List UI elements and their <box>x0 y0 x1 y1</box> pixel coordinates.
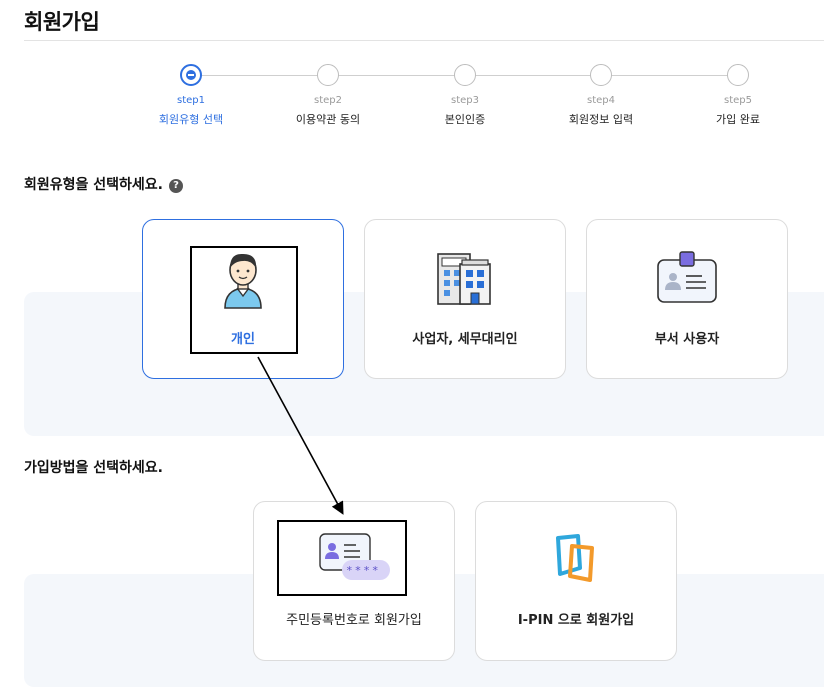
join-method-ipin-card[interactable]: I-PIN 으로 회원가입 <box>475 501 677 661</box>
join-method-ipin-label: I-PIN 으로 회원가입 <box>517 613 635 628</box>
step-2-number: step2 <box>314 95 342 106</box>
step-5-number: step5 <box>724 95 752 106</box>
annotation-highlight-box-individual <box>190 246 298 354</box>
step-2-dot <box>317 64 339 86</box>
member-type-department-card[interactable]: 부서 사용자 <box>586 219 788 379</box>
title-divider <box>24 40 824 41</box>
step-4: step4 회원정보 입력 <box>541 64 661 127</box>
step-1-dot <box>180 64 202 86</box>
join-method-resident-number-label: 주민등록번호로 회원가입 <box>286 613 422 628</box>
step-5: step5 가입 완료 <box>678 64 798 127</box>
step-5-name: 가입 완료 <box>716 113 760 126</box>
annotation-highlight-box-resident <box>277 520 407 596</box>
mask-text: **** <box>346 564 381 577</box>
building-icon <box>437 253 491 305</box>
id-badge-icon <box>657 251 717 303</box>
step-4-dot <box>590 64 612 86</box>
step-2: step2 이용약관 동의 <box>268 64 388 127</box>
member-type-business-card[interactable]: 사업자, 세무대리인 <box>364 219 566 379</box>
join-method-heading: 가입방법을 선택하세요. <box>24 460 163 476</box>
step-2-name: 이용약관 동의 <box>295 113 361 126</box>
step-1-number: step1 <box>177 95 205 106</box>
stepper: step1 회원유형 선택 step2 이용약관 동의 step3 본인인증 s… <box>0 64 824 134</box>
step-3-dot <box>454 64 476 86</box>
help-icon[interactable]: ? <box>169 179 183 193</box>
step-3-name: 본인인증 <box>444 113 486 126</box>
step-3: step3 본인인증 <box>405 64 525 127</box>
join-method-resident-number-card[interactable]: **** 주민등록번호로 회원가입 <box>253 501 455 661</box>
step-4-name: 회원정보 입력 <box>568 113 634 126</box>
step-5-dot <box>727 64 749 86</box>
ipin-icon <box>556 534 594 582</box>
step-3-number: step3 <box>451 95 479 106</box>
page-title: 회원가입 <box>24 10 100 34</box>
member-type-heading: 회원유형을 선택하세요.? <box>24 174 183 194</box>
member-type-individual-label: 개인 <box>231 332 255 347</box>
id-card-icon <box>319 533 390 580</box>
member-type-department-label: 부서 사용자 <box>654 332 720 347</box>
step-1-name: 회원유형 선택 <box>158 113 224 126</box>
person-icon <box>224 253 262 309</box>
step-1: step1 회원유형 선택 <box>131 64 251 127</box>
member-type-heading-text: 회원유형을 선택하세요. <box>24 177 163 193</box>
member-type-business-label: 사업자, 세무대리인 <box>412 332 518 347</box>
step-4-number: step4 <box>587 95 615 106</box>
